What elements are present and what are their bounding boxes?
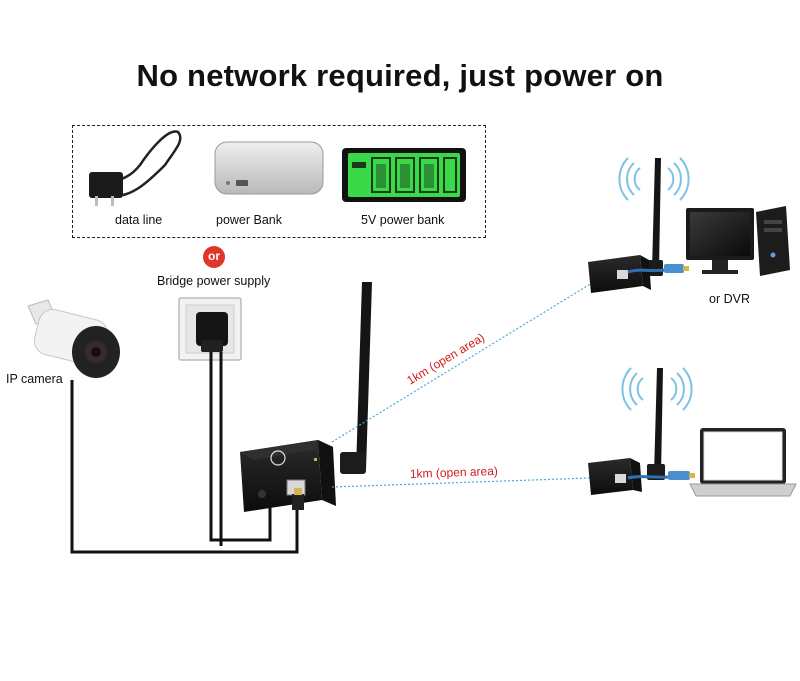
link-label-upper: 1km (open area) bbox=[404, 330, 487, 387]
desktop-monitor-icon bbox=[686, 208, 754, 274]
power-bank-caption: power Bank bbox=[216, 213, 283, 227]
five-v-power-bank-caption: 5V power bank bbox=[361, 213, 445, 227]
remote-bottom-blue-cable bbox=[627, 471, 695, 480]
desktop-tower-icon bbox=[756, 206, 790, 276]
camera-ethernet-cable bbox=[70, 380, 299, 554]
remote-bridge-bottom-wifi-icon bbox=[621, 367, 693, 411]
ip-camera-caption: IP camera bbox=[6, 372, 63, 386]
wall-outlet-icon bbox=[178, 297, 242, 361]
power-cable bbox=[209, 352, 272, 546]
power-options-box bbox=[72, 125, 486, 238]
main-bridge-device bbox=[240, 440, 336, 512]
link-label-lower: 1km (open area) bbox=[410, 464, 498, 481]
main-bridge-antenna bbox=[340, 282, 372, 474]
bridge-power-supply-caption: Bridge power supply bbox=[157, 274, 271, 288]
data-line-caption: data line bbox=[115, 213, 163, 227]
or-badge: or bbox=[203, 246, 225, 268]
remote-bridge-top-wifi-icon bbox=[618, 157, 690, 201]
usb-charger-icon bbox=[89, 130, 182, 206]
dvr-caption: or DVR bbox=[709, 292, 750, 306]
remote-bridge-bottom-device bbox=[588, 368, 665, 495]
remote-top-blue-cable bbox=[627, 264, 689, 274]
power-bank-icon bbox=[214, 141, 324, 195]
lcd-power-bank-icon bbox=[342, 148, 466, 202]
page-title: No network required, just power on bbox=[136, 58, 664, 93]
ethernet-plug bbox=[292, 488, 304, 510]
laptop-icon bbox=[689, 428, 797, 497]
ip-camera-icon bbox=[27, 299, 120, 378]
wireless-links bbox=[331, 282, 593, 488]
remote-bridge-top-device bbox=[588, 158, 663, 293]
